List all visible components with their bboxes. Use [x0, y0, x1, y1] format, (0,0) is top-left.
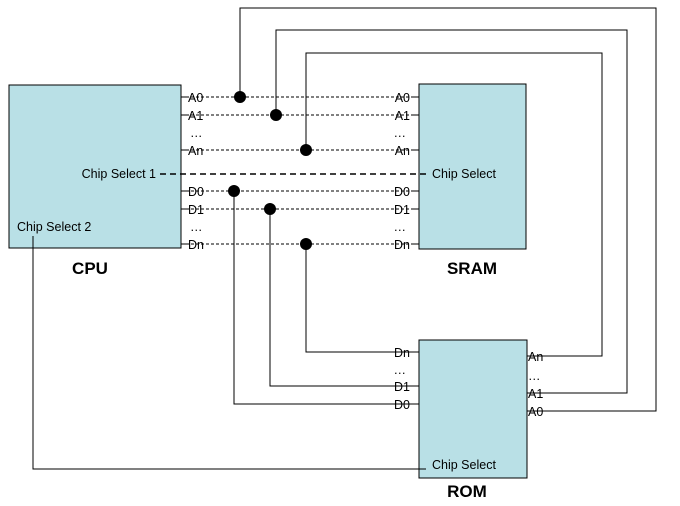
- sram-pin-ellipsis-a: …: [394, 126, 407, 140]
- junction-dot-a1: [270, 109, 282, 121]
- rom-pin-an: An: [528, 350, 543, 364]
- cpu-pin-a1: A1: [188, 109, 203, 123]
- sram-chip: [418, 83, 527, 250]
- sram-pin-a1: A1: [395, 109, 410, 123]
- junction-dot-d1: [264, 203, 276, 215]
- sram-pin-d0: D0: [394, 185, 410, 199]
- cpu-pin-d1: D1: [188, 203, 204, 217]
- rom-pin-ellipsis-a: …: [528, 369, 541, 383]
- sram-title: SRAM: [447, 259, 497, 278]
- sram-pin-dn: Dn: [394, 238, 410, 252]
- cpu-chip-select-1-label: Chip Select 1: [82, 167, 156, 181]
- rom-dn-wire: [305, 244, 419, 353]
- rom-pin-d1: D1: [394, 380, 410, 394]
- sram-pin-an: An: [395, 144, 410, 158]
- rom-a0-wire: [239, 7, 657, 412]
- rom-d1-wire: [269, 209, 419, 387]
- rom-pin-d0: D0: [394, 398, 410, 412]
- junction-dot-an: [300, 144, 312, 156]
- cpu-chip-select-2-label: Chip Select 2: [17, 220, 91, 234]
- sram-chip-select-label: Chip Select: [432, 167, 496, 181]
- rom-chip: [418, 339, 528, 479]
- cpu-pin-ellipsis-d: …: [190, 220, 203, 234]
- rom-pin-a1: A1: [528, 387, 543, 401]
- rom-pin-a0: A0: [528, 405, 543, 419]
- sram-pin-ellipsis-d: …: [394, 220, 407, 234]
- cpu-pin-ellipsis-a: …: [190, 126, 203, 140]
- chip-select-2-line: [32, 236, 426, 470]
- cpu-sram-bus: [160, 96, 427, 245]
- rom-chip-select-label: Chip Select: [432, 458, 496, 472]
- rom-an-wire: [305, 52, 603, 357]
- cpu-chip: [8, 84, 182, 249]
- junction-dot-a0: [234, 91, 246, 103]
- cpu-title: CPU: [72, 259, 108, 278]
- rom-a1-wire: [275, 29, 628, 394]
- sram-pin-d1: D1: [394, 203, 410, 217]
- rom-pin-ellipsis-d: …: [394, 363, 407, 377]
- rom-pin-dn: Dn: [394, 346, 410, 360]
- cpu-pin-an: An: [188, 144, 203, 158]
- junction-dot-d0: [228, 185, 240, 197]
- rom-title: ROM: [447, 482, 487, 501]
- junction-dots: [228, 91, 312, 250]
- cpu-pin-a0: A0: [188, 91, 203, 105]
- cpu-pin-dn: Dn: [188, 238, 204, 252]
- cpu-pin-d0: D0: [188, 185, 204, 199]
- rom-d0-wire: [233, 191, 419, 405]
- junction-dot-dn: [300, 238, 312, 250]
- sram-pin-a0: A0: [395, 91, 410, 105]
